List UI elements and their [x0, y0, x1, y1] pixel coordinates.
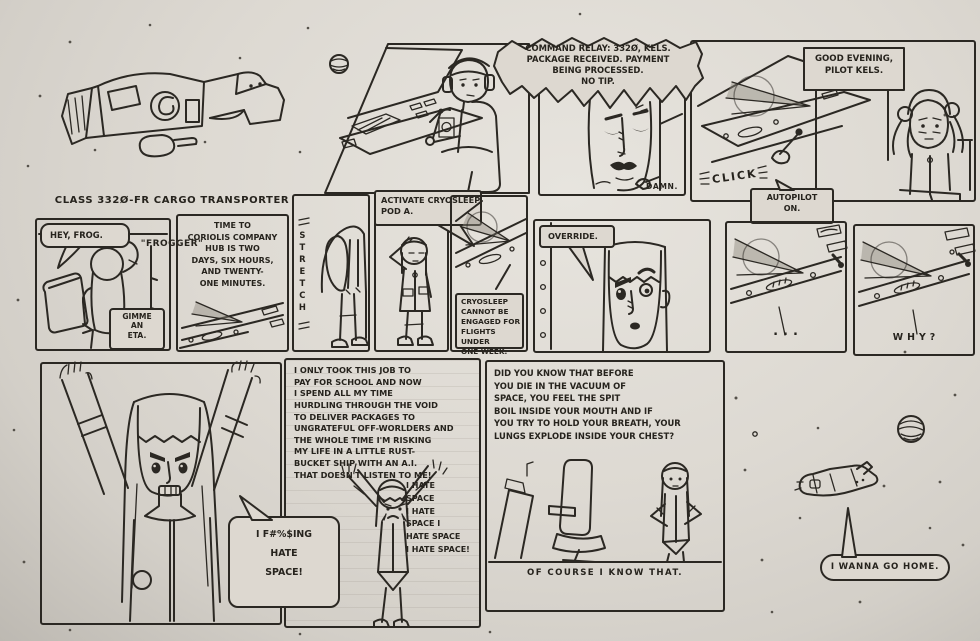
saluting-kels-drawing — [389, 236, 434, 346]
hey-frog-text: HEY, FROG. — [50, 230, 103, 240]
panel-why: WHY? — [853, 224, 976, 356]
gimme-eta-box: GIMME AN ETA. — [109, 308, 165, 350]
striped-planet-icon — [897, 415, 925, 443]
dashboard-drawing-2 — [455, 200, 527, 290]
rant-text: I ONLY TOOK THIS JOB TO PAY FOR SCHOOL A… — [294, 365, 454, 480]
override-bubble: OVERRIDE. — [539, 225, 615, 281]
vacuum-fact-text: DID YOU KNOW THAT BEFORE YOU DIE IN THE … — [494, 368, 681, 442]
ship-caption-line1: CLASS 332Ø-FR CARGO TRANSPORTER — [54, 194, 290, 206]
stretch-sfx-text: STRETCH — [297, 230, 308, 314]
panel-cryo-denied: CRYOSLEEP CANNOT BE ENGAGED FOR FLIGHTS … — [450, 195, 528, 356]
small-planet-icon — [329, 54, 349, 74]
cargo-ship-flying-drawing — [794, 461, 879, 497]
panel-eta-report: TIME TO CORIOLIS COMPANY HUB IS TWO DAYS… — [176, 214, 289, 352]
activate-cryo-text: ACTIVATE CRYOSLEEP POD A. — [381, 195, 481, 216]
override-text: OVERRIDE. — [548, 231, 598, 241]
of-course-text: OF COURSE I KNOW THAT. — [527, 568, 683, 578]
panel-autopilot: GOOD EVENING, PILOT KELS. CLICK AUTOPILO… — [690, 40, 976, 224]
good-evening-sign-text: GOOD EVENING, PILOT KELS. — [814, 54, 894, 76]
dashboard-drawing — [179, 301, 285, 349]
console-drawing — [730, 224, 848, 336]
silence-dots-text: ... — [773, 324, 803, 339]
panel-silence: ... — [725, 221, 848, 353]
autopilot-cockpit-drawing — [697, 47, 973, 201]
ship-caption: CLASS 332Ø-FR CARGO TRANSPORTER "FROGGER… — [36, 165, 308, 251]
angry-kels-drawing — [59, 360, 261, 622]
fbomb-bubble: I F#%$ING HATE SPACE! — [228, 495, 340, 608]
autopilot-text: AUTOPILOT ON. — [766, 193, 818, 213]
panel-angry-kels — [40, 360, 282, 625]
damn-text: DAMN. — [646, 181, 678, 191]
panel-override: OVERRIDE. — [533, 219, 711, 353]
small-kels-arms-up-drawing — [341, 459, 448, 628]
panel-stretch: STRETCH — [292, 194, 370, 352]
panel-hey-frog: HEY, FROG. GIMME AN ETA. — [35, 218, 171, 351]
radio-bubble-text: COMMAND RELAY: 332Ø, KELS. PACKAGE RECEI… — [525, 43, 671, 87]
gimme-eta-text: GIMME AN ETA. — [122, 312, 152, 340]
ship-caption-line2: "FROGGER" — [140, 238, 204, 249]
stretching-figure-drawing — [298, 217, 369, 348]
cargo-ship-drawing — [61, 71, 285, 158]
go-home-bubble: I WANNA GO HOME. — [820, 507, 950, 581]
panel-cockpit-intro — [324, 43, 530, 194]
fbomb-text: I F#%$ING HATE SPACE! — [256, 529, 312, 578]
why-text: WHY? — [892, 332, 940, 343]
panel-cryo-command: ACTIVATE CRYOSLEEP POD A. — [374, 190, 482, 352]
radio-speech-bubble: COMMAND RELAY: 332Ø, KELS. PACKAGE RECEI… — [490, 36, 705, 116]
cryo-denied-text: CRYOSLEEP CANNOT BE ENGAGED FOR FLIGHTS … — [461, 297, 521, 357]
autopilot-speech-box: AUTOPILOT ON. — [750, 179, 834, 224]
cabin-drawing — [488, 459, 722, 563]
console-drawing-2 — [858, 227, 976, 335]
panel-vacuum-fact: DID YOU KNOW THAT BEFORE YOU DIE IN THE … — [485, 360, 725, 612]
activate-cryo-bubble: ACTIVATE CRYOSLEEP POD A. — [374, 190, 482, 247]
hate-chant-text: I HATE SPACE I HATE SPACE I HATE SPACE I… — [406, 481, 470, 554]
hey-frog-bubble: HEY, FROG. — [40, 223, 130, 269]
cryo-denied-box: CRYOSLEEP CANNOT BE ENGAGED FOR FLIGHTS … — [455, 293, 524, 356]
go-home-text: I WANNA GO HOME. — [830, 562, 940, 572]
panel-rant: I ONLY TOOK THIS JOB TO PAY FOR SCHOOL A… — [284, 358, 481, 628]
eta-report-text: TIME TO CORIOLIS COMPANY HUB IS TWO DAYS… — [187, 221, 278, 288]
